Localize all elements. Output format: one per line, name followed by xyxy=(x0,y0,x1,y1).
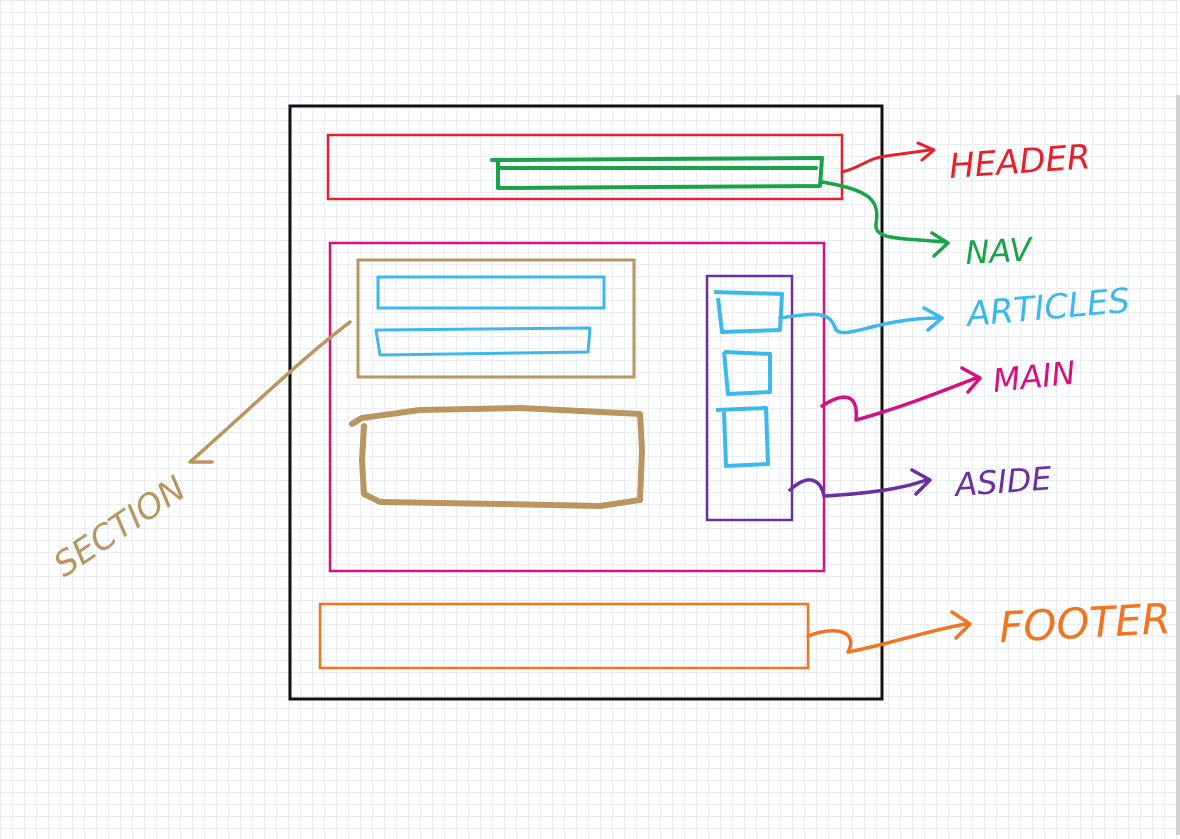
section-box xyxy=(356,258,636,379)
section-label: SECTION xyxy=(47,469,194,586)
main-box xyxy=(328,241,826,573)
header-box xyxy=(326,133,844,201)
articles-arrow xyxy=(778,306,944,335)
articles-label: ARTICLES xyxy=(963,281,1131,335)
section-article-bar xyxy=(376,275,606,310)
header-arrow xyxy=(840,141,936,174)
section-box-lower xyxy=(349,405,645,509)
right-edge-divider xyxy=(1176,95,1180,835)
footer-box xyxy=(318,602,810,670)
footer-arrow xyxy=(806,610,972,654)
main-arrow xyxy=(820,366,982,422)
main-label: MAIN xyxy=(991,353,1077,399)
nav-arrow xyxy=(820,180,950,258)
aside-article xyxy=(713,290,784,334)
footer-label: FOOTER xyxy=(998,594,1172,652)
nav-label: NAV xyxy=(964,230,1034,272)
section-article-bar xyxy=(374,326,592,357)
header-label: HEADER xyxy=(948,137,1092,187)
aside-article xyxy=(722,350,772,396)
aside-article xyxy=(715,406,770,468)
aside-label: ASIDE xyxy=(952,459,1054,504)
section-arrow xyxy=(188,320,352,464)
page-outline xyxy=(288,104,884,701)
aside-box xyxy=(705,274,794,522)
aside-arrow xyxy=(788,468,932,498)
nav-box xyxy=(490,156,824,190)
